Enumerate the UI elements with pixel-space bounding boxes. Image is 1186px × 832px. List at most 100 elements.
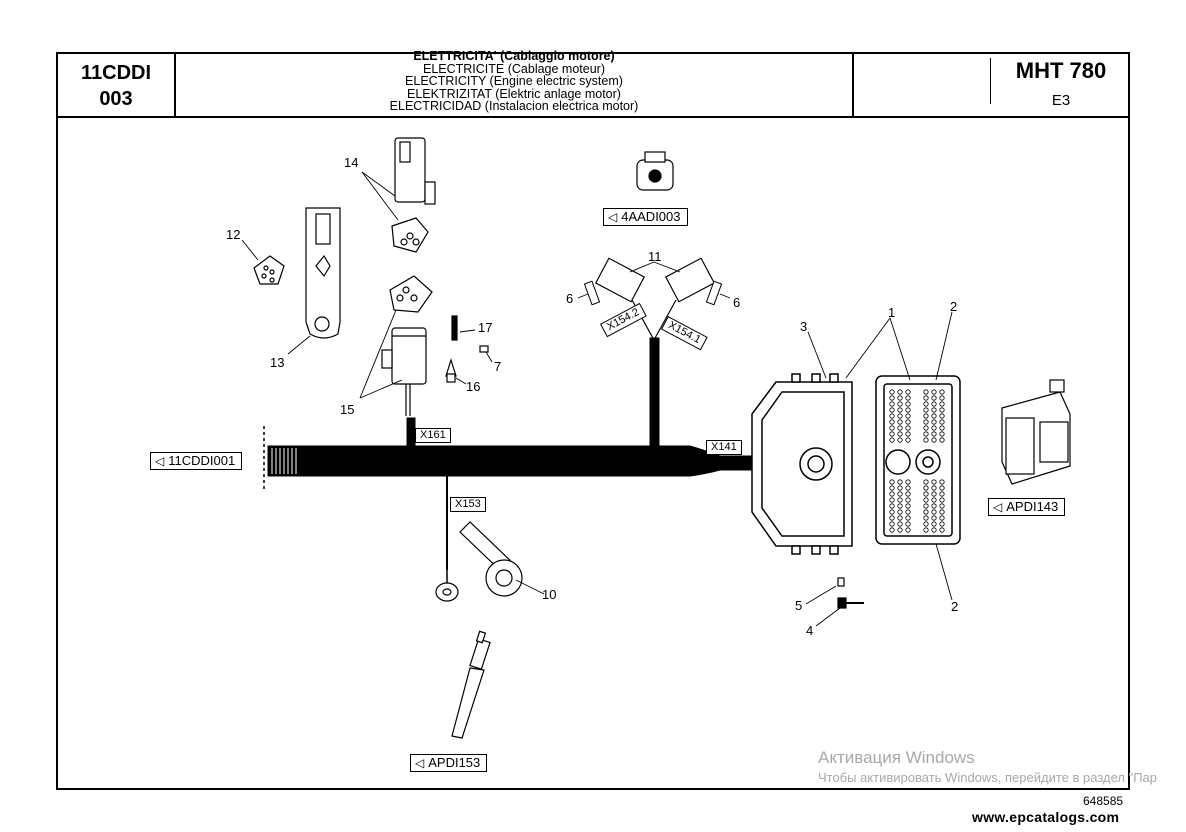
connector-pin (939, 407, 945, 413)
connector-pin (897, 521, 903, 527)
connector-pin (889, 389, 895, 395)
connector-pin (889, 437, 895, 443)
connector-pin (889, 503, 895, 509)
header-separator-left (174, 52, 176, 116)
connector-pin (923, 407, 929, 413)
part-3-ecu-connector (751, 373, 853, 555)
connector-pin (939, 503, 945, 509)
connector-pin (905, 503, 911, 509)
model-block: MHT 780 E3 (996, 54, 1126, 109)
connector-x161: X161 (415, 428, 451, 443)
windows-activation-watermark: Активация Windows Чтобы активировать Win… (818, 748, 1157, 785)
ref-11cddi001[interactable]: ◁ 11CDDI001 (150, 452, 243, 470)
connector-pin (939, 527, 945, 533)
connector-pin (923, 437, 929, 443)
connector-pin (923, 401, 929, 407)
connector-pin (923, 527, 929, 533)
connector-pin (905, 407, 911, 413)
part-number-3: 3 (800, 319, 808, 334)
connector-pin (939, 491, 945, 497)
reference-arrow-icon: ◁ (608, 210, 618, 224)
header-divider (56, 116, 1130, 118)
connector-pin (889, 485, 895, 491)
part-13-terminal (305, 207, 341, 339)
part-10-sensor (435, 521, 523, 602)
branch-x161 (406, 417, 416, 449)
connector-pin (931, 389, 937, 395)
connector-pin (905, 497, 911, 503)
connector-pin (939, 485, 945, 491)
branch-x154 (649, 337, 660, 449)
site-url[interactable]: www.epcatalogs.com (972, 809, 1120, 825)
connector-pin (889, 419, 895, 425)
harness-trunk (299, 445, 753, 477)
connector-pin (923, 491, 929, 497)
apdi143-ecu (1001, 379, 1071, 485)
connector-pin (889, 497, 895, 503)
connector-pin (939, 389, 945, 395)
connector-pin (897, 407, 903, 413)
part-number-13: 13 (270, 355, 285, 370)
part-2-ecu-connector (875, 375, 961, 545)
connector-pin (923, 431, 929, 437)
drawing-frame (56, 52, 1130, 790)
ref-apdi143[interactable]: ◁ APDI143 (988, 498, 1066, 516)
connector-pin (897, 515, 903, 521)
model-name: MHT 780 (1015, 58, 1107, 83)
drawing-number: 648585 (1083, 794, 1124, 808)
connector-pin (923, 515, 929, 521)
ref-apdi153[interactable]: ◁ APDI153 (410, 754, 488, 772)
connector-pin (889, 395, 895, 401)
part-12-seal (253, 255, 285, 285)
connector-pin (905, 395, 911, 401)
connector-pin (889, 515, 895, 521)
connector-pin (889, 425, 895, 431)
title-block: ELETTRICITA' (Cablaggio motore) ELECTRIC… (176, 50, 852, 113)
ref-4aadi003[interactable]: ◁ 4AADI003 (603, 208, 688, 226)
header-separator-right (852, 52, 854, 116)
parts-4-5 (837, 577, 864, 609)
connector-pin (939, 425, 945, 431)
connector-pin (931, 503, 937, 509)
connector-pin (923, 395, 929, 401)
connector-pin (931, 401, 937, 407)
connector-pin (889, 407, 895, 413)
connector-pin (905, 437, 911, 443)
connector-pin (905, 491, 911, 497)
connector-pin (939, 395, 945, 401)
connector-pin (931, 497, 937, 503)
leader-lines (241, 171, 953, 627)
glow-plug (451, 630, 491, 739)
title-german: ELEKTRIZITAT (Elektric anlage motor) (407, 86, 621, 101)
connector-pin (931, 437, 937, 443)
connector-pin (889, 401, 895, 407)
connector-pin (939, 509, 945, 515)
drawing-code-line1: 11CDDI (80, 62, 152, 84)
connector-pin (939, 413, 945, 419)
connector-pin (931, 509, 937, 515)
model-separator (990, 58, 991, 104)
connector-pin (897, 479, 903, 485)
connector-pin (897, 425, 903, 431)
reference-arrow-icon: ◁ (415, 756, 425, 770)
part-number-7: 7 (494, 359, 502, 374)
part-15-connector (381, 275, 433, 416)
connector-pin (897, 395, 903, 401)
connector-pin (897, 491, 903, 497)
connector-pin (931, 527, 937, 533)
part-number-12: 12 (226, 227, 241, 242)
connector-pin (897, 509, 903, 515)
title-french: ELECTRICITE (Cablage moteur) (422, 61, 605, 76)
connector-pin (897, 413, 903, 419)
connector-pin (923, 509, 929, 515)
connector-pin (931, 431, 937, 437)
connector-pin (939, 437, 945, 443)
reference-arrow-icon: ◁ (155, 454, 165, 468)
connector-pin (931, 485, 937, 491)
connector-pin (931, 479, 937, 485)
title-spanish: ELECTRICIDAD (Instalacion electrica moto… (389, 99, 639, 113)
connector-pin (931, 395, 937, 401)
connector-pin (897, 437, 903, 443)
connector-pin (905, 419, 911, 425)
